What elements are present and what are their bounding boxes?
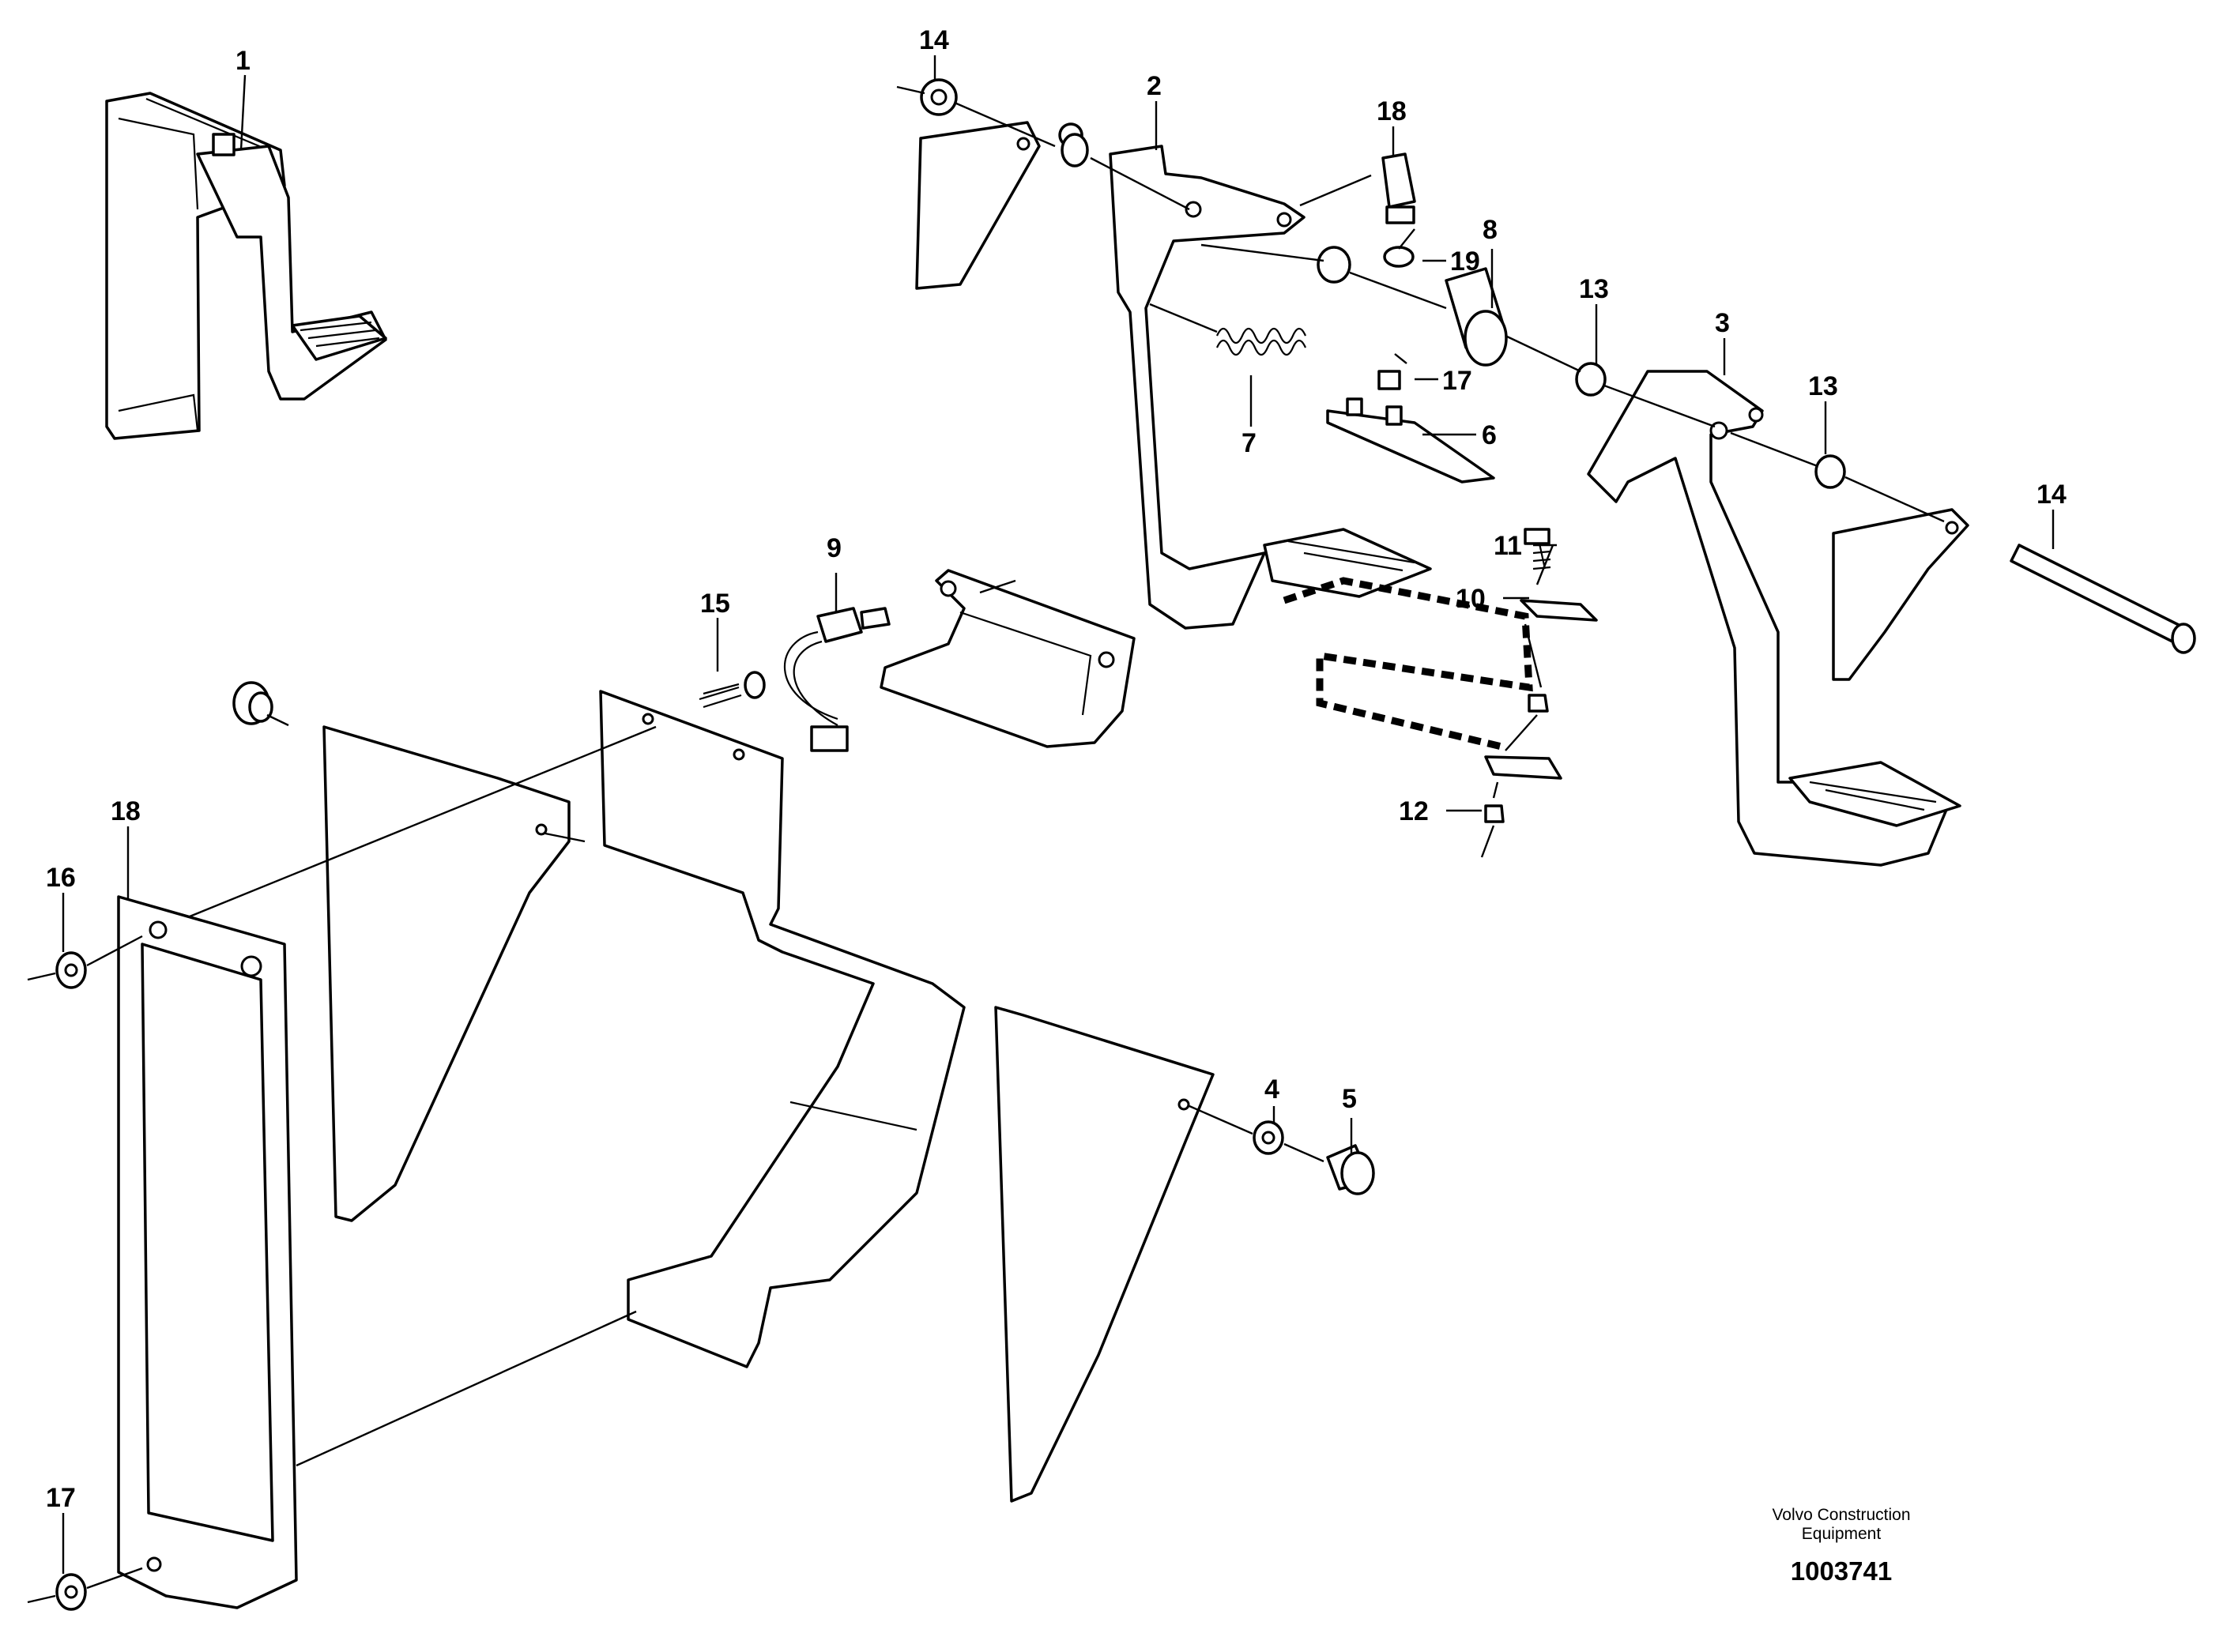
bushing-13-left: [1575, 362, 1607, 397]
pedal-assembly-overview: [105, 92, 387, 440]
washer-10-upper: [1520, 599, 1598, 622]
clip-19: [1377, 370, 1401, 390]
callout-21: 19: [1450, 246, 1480, 277]
callout-4: 4: [1264, 1074, 1279, 1104]
knob-5: [1326, 1144, 1375, 1195]
callout-11: 11: [1494, 531, 1522, 561]
nut-12: [1484, 804, 1505, 823]
callout-18: 18: [111, 796, 141, 826]
bolt-11: [1524, 528, 1551, 570]
nut-4: [1253, 1120, 1284, 1155]
nut-21: [1383, 246, 1415, 268]
callout-7: 7: [1241, 428, 1257, 458]
callout-6: 6: [1482, 420, 1497, 450]
mounting-bracket-right: [1832, 508, 1969, 681]
nut-12-mid: [1528, 694, 1549, 713]
callout-20: 18: [1377, 96, 1407, 126]
nut-17-upper: [55, 951, 87, 989]
nut-17-lower: [55, 1573, 87, 1611]
trim-frame-18: [117, 895, 298, 1609]
mounting-bracket-upper: [915, 78, 1083, 290]
callout-leaders: [62, 55, 2055, 1574]
callout-9: 9: [827, 533, 842, 563]
spring-7: [1215, 327, 1307, 356]
stop-20-base: [1385, 205, 1415, 224]
callout-17-upper: 16: [46, 863, 76, 893]
bushing-left: [1061, 133, 1089, 167]
callout-1: 1: [235, 46, 251, 76]
cover-panel-right: [994, 1006, 1215, 1503]
screw-16: [699, 671, 766, 709]
washer-10-lower: [1484, 755, 1562, 780]
callout-8: 8: [1483, 215, 1498, 245]
callout-3: 3: [1715, 308, 1730, 338]
callout-12: 12: [1399, 796, 1429, 826]
switch-bracket-plate: [880, 569, 1136, 748]
callout-19: 17: [1442, 366, 1472, 396]
callout-16: 15: [700, 589, 730, 619]
publisher-line-1: Volvo Construction: [1772, 1506, 1911, 1524]
bushing-13-right: [1814, 454, 1846, 489]
hose-dashed: [1283, 577, 1533, 751]
callout-labels: 1 14 2 18 19 8 7 17 6 13 3 13 14 11 10 1…: [46, 25, 2067, 1513]
pivot-pin-14: [2010, 544, 2196, 654]
publisher-line-2: Equipment: [1801, 1525, 1882, 1543]
callout-13-left: 13: [1579, 274, 1609, 304]
callout-5: 5: [1342, 1084, 1357, 1114]
drawing-number: 1003741: [1790, 1556, 1893, 1586]
callout-2: 2: [1147, 71, 1162, 101]
knob-left: [232, 681, 273, 725]
bracket-plate-6: [1326, 397, 1495, 484]
pedal-arm-2: [1109, 145, 1432, 630]
stop-20: [1381, 152, 1416, 209]
callout-10: 10: [1456, 584, 1486, 614]
roller-8: [1445, 267, 1508, 367]
callout-17-lower: 17: [46, 1483, 76, 1513]
pedal-arm-3: [1587, 370, 1961, 867]
assembly-lines: [27, 85, 1945, 1604]
bushing-mid: [1317, 246, 1351, 284]
callout-15: 14: [919, 25, 949, 55]
switch-9: [783, 607, 891, 752]
cover-panel-large: [322, 690, 966, 1368]
callout-13-right: 13: [1808, 371, 1838, 401]
callout-14: 14: [2036, 480, 2067, 510]
publisher-credit: Volvo Construction Equipment: [1683, 1506, 1999, 1544]
